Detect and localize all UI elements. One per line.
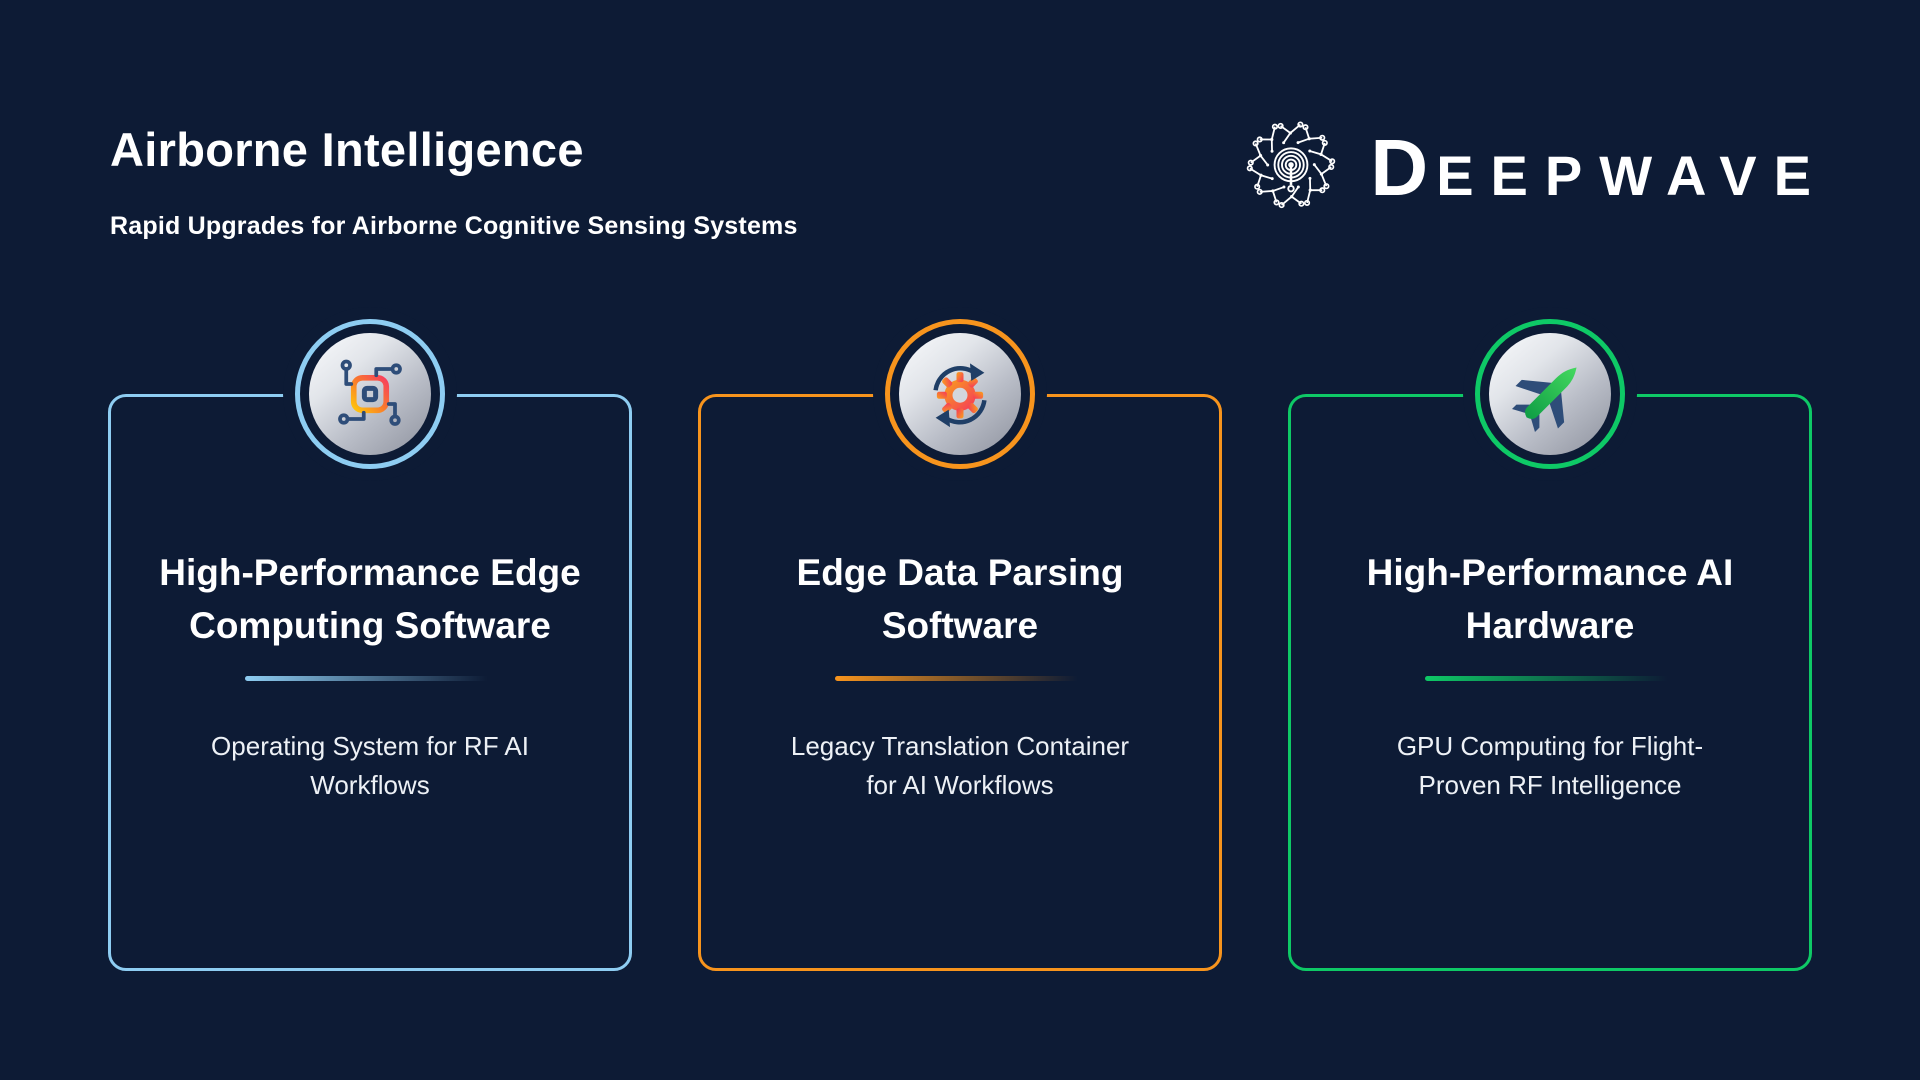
card-high-performance-ai-hardware: High-Performance AI Hardware GPU Computi…: [1288, 319, 1812, 971]
feature-cards: High-Performance Edge Computing Software…: [108, 319, 1812, 971]
icon-badge-inner: [309, 333, 431, 455]
wordmark-initial: D: [1370, 123, 1429, 212]
gear-sync-icon: [920, 363, 1000, 434]
deepwave-neural-icon: [1247, 121, 1336, 209]
circuit-chip-icon: [338, 359, 402, 426]
card-description: GPU Computing for Flight-Proven RF Intel…: [1396, 731, 1704, 801]
accent-underline: [1425, 676, 1675, 682]
card-description: Legacy Translation Container for AI Work…: [790, 731, 1130, 801]
icon-badge-inner: [899, 333, 1021, 455]
card-title: High-Performance AI Hardware: [1366, 552, 1734, 646]
icon-badge: [885, 319, 1035, 469]
icon-badge: [295, 319, 445, 469]
accent-underline: [835, 676, 1085, 682]
card-edge-data-parsing-software: Edge Data Parsing Software Legacy Transl…: [698, 319, 1222, 971]
card-title: Edge Data Parsing Software: [796, 552, 1124, 646]
aircraft-icon: [1511, 367, 1577, 433]
wordmark-rest: EEPWAVE: [1436, 144, 1828, 207]
page-subtitle: Rapid Upgrades for Airborne Cognitive Se…: [110, 212, 798, 240]
icon-badge-inner: [1489, 333, 1611, 455]
card-description: Operating System for RF AI Workflows: [211, 731, 529, 801]
card-edge-computing-software: High-Performance Edge Computing Software…: [108, 319, 632, 971]
accent-underline: [245, 676, 495, 682]
icon-badge: [1475, 319, 1625, 469]
page-title: Airborne Intelligence: [110, 123, 584, 176]
card-title: High-Performance Edge Computing Software: [159, 552, 581, 646]
